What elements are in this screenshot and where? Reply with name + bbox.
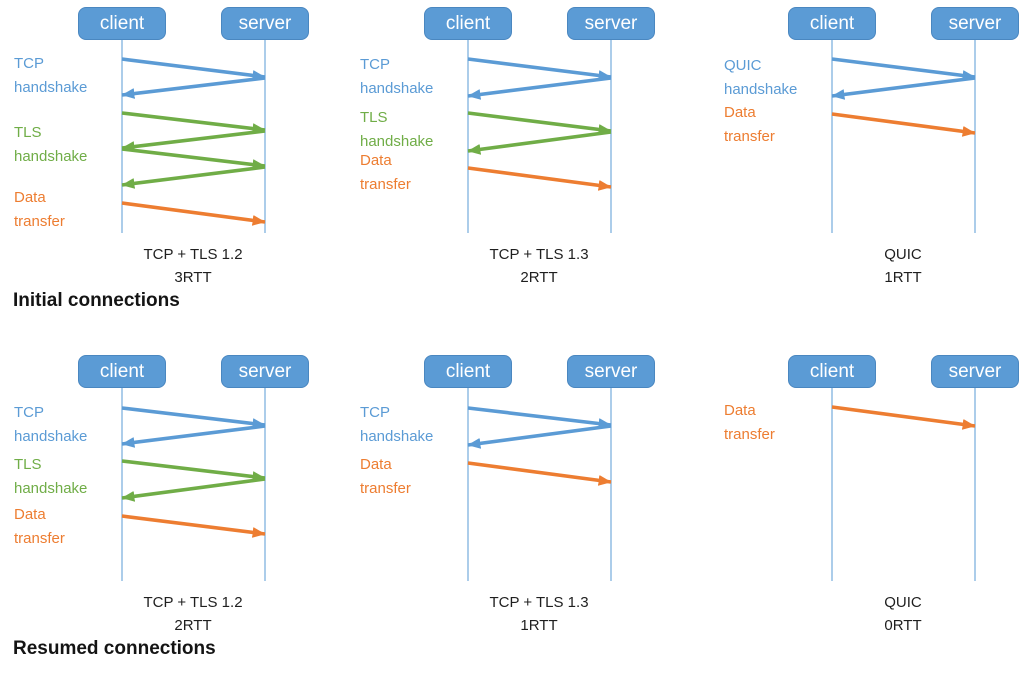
phase-label: Data transfer bbox=[360, 149, 411, 197]
phase-labels: Data transfer bbox=[710, 348, 830, 681]
phase-label-line: Data bbox=[14, 506, 46, 523]
phase-label-line: TLS bbox=[14, 456, 42, 473]
phase-label-line: transfer bbox=[360, 480, 411, 497]
initial-connections-heading: Initial connections bbox=[13, 290, 180, 311]
caption-rtt: 1RTT bbox=[884, 269, 922, 286]
phase-label-line: handshake bbox=[14, 428, 88, 445]
panel-resumed-quic: client server Data transfer QUIC 0RTT bbox=[710, 348, 1019, 681]
caption-rtt: 1RTT bbox=[520, 617, 558, 634]
client-actor-box: client bbox=[78, 7, 166, 40]
phase-label-line: TCP bbox=[360, 404, 390, 421]
phase-label-line: handshake bbox=[14, 79, 88, 96]
phase-label-line: transfer bbox=[14, 213, 65, 230]
phase-label-line: Data bbox=[360, 456, 392, 473]
phase-label-line: handshake bbox=[724, 81, 798, 98]
client-actor-box: client bbox=[78, 355, 166, 388]
caption-rtt: 2RTT bbox=[520, 269, 558, 286]
phase-label-line: handshake bbox=[360, 80, 434, 97]
server-actor-box: server bbox=[221, 355, 309, 388]
caption-protocol: TCP + TLS 1.2 bbox=[143, 594, 243, 611]
phase-label-line: transfer bbox=[14, 530, 65, 547]
phase-label: Data transfer bbox=[724, 101, 775, 149]
caption-protocol: TCP + TLS 1.3 bbox=[489, 594, 589, 611]
panel-caption: TCP + TLS 1.3 1RTT bbox=[459, 591, 619, 637]
phase-label-line: TLS bbox=[360, 109, 388, 126]
phase-label-line: TCP bbox=[14, 404, 44, 421]
phase-label: QUIC handshake bbox=[724, 54, 797, 102]
panel-caption: QUIC 1RTT bbox=[823, 243, 983, 289]
phase-label: Data transfer bbox=[360, 453, 411, 501]
caption-rtt: 2RTT bbox=[174, 617, 212, 634]
phase-label: TLS handshake bbox=[14, 121, 87, 169]
phase-label-line: handshake bbox=[14, 480, 88, 497]
panel-caption: QUIC 0RTT bbox=[823, 591, 983, 637]
phase-label-line: handshake bbox=[14, 148, 88, 165]
phase-label: TLS handshake bbox=[14, 453, 87, 501]
phase-label-line: transfer bbox=[360, 176, 411, 193]
panel-caption: TCP + TLS 1.2 2RTT bbox=[113, 591, 273, 637]
phase-label: TCP handshake bbox=[360, 401, 433, 449]
phase-label-line: QUIC bbox=[724, 57, 762, 74]
phase-label-line: Data bbox=[724, 104, 756, 121]
phase-label-line: TLS bbox=[14, 124, 42, 141]
client-actor-box: client bbox=[424, 355, 512, 388]
phase-label: TCP handshake bbox=[14, 401, 87, 449]
phase-label-line: Data bbox=[360, 152, 392, 169]
phase-label-line: Data bbox=[14, 189, 46, 206]
panel-caption: TCP + TLS 1.2 3RTT bbox=[113, 243, 273, 289]
caption-protocol: TCP + TLS 1.3 bbox=[489, 246, 589, 263]
server-actor-box: server bbox=[931, 355, 1019, 388]
caption-rtt: 3RTT bbox=[174, 269, 212, 286]
phase-label: TCP handshake bbox=[14, 52, 87, 100]
client-actor-box: client bbox=[424, 7, 512, 40]
server-actor-box: server bbox=[567, 7, 655, 40]
client-actor-box: client bbox=[788, 7, 876, 40]
phase-label: Data transfer bbox=[724, 399, 775, 447]
caption-protocol: QUIC bbox=[884, 246, 922, 263]
phase-label-line: handshake bbox=[360, 428, 434, 445]
phase-label-line: transfer bbox=[724, 426, 775, 443]
panel-caption: TCP + TLS 1.3 2RTT bbox=[459, 243, 619, 289]
server-actor-box: server bbox=[567, 355, 655, 388]
server-actor-box: server bbox=[931, 7, 1019, 40]
caption-rtt: 0RTT bbox=[884, 617, 922, 634]
client-actor-box: client bbox=[788, 355, 876, 388]
phase-label-line: TCP bbox=[360, 56, 390, 73]
phase-label: Data transfer bbox=[14, 186, 65, 234]
phase-label-line: transfer bbox=[724, 128, 775, 145]
caption-protocol: QUIC bbox=[884, 594, 922, 611]
phase-label-line: TCP bbox=[14, 55, 44, 72]
phase-label: TLS handshake bbox=[360, 106, 433, 154]
resumed-connections-heading: Resumed connections bbox=[13, 638, 216, 659]
phase-label-line: Data bbox=[724, 402, 756, 419]
phase-label: Data transfer bbox=[14, 503, 65, 551]
phase-label-line: handshake bbox=[360, 133, 434, 150]
caption-protocol: TCP + TLS 1.2 bbox=[143, 246, 243, 263]
server-actor-box: server bbox=[221, 7, 309, 40]
phase-label: TCP handshake bbox=[360, 53, 433, 101]
